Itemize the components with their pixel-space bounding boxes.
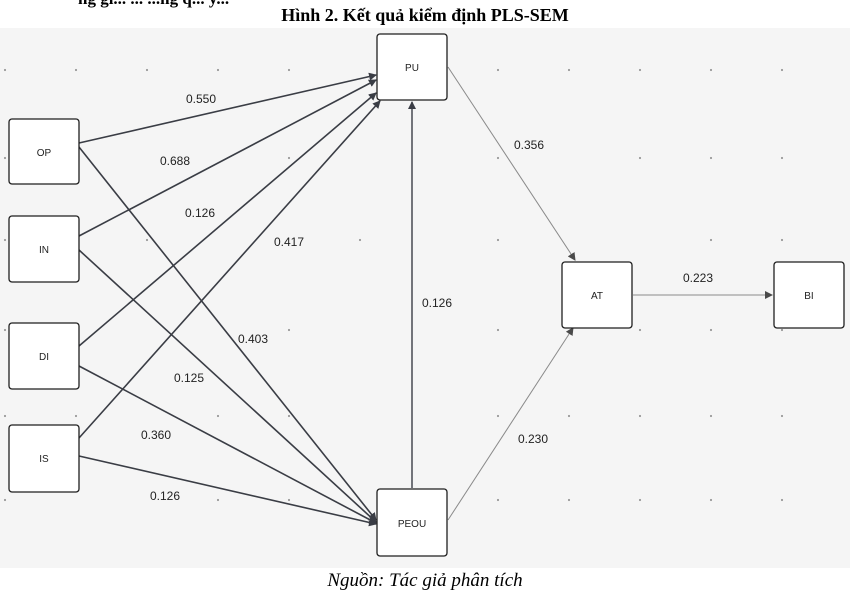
edge-label-in-pu: 0.688 <box>160 154 190 168</box>
node-label-di: DI <box>39 352 49 363</box>
edge-label-is-pu: 0.417 <box>274 235 304 249</box>
edge-op-pu <box>78 72 377 144</box>
node-label-bi: BI <box>804 291 813 302</box>
node-label-op: OP <box>37 148 52 159</box>
edges <box>78 66 773 527</box>
node-bi[interactable]: BI <box>773 261 845 329</box>
edge-label-is-peou: 0.126 <box>150 489 180 503</box>
diagram-canvas: 0.550 0.688 0.126 0.417 0.403 0.125 0.36… <box>0 28 850 568</box>
node-label-is: IS <box>39 454 49 465</box>
node-is[interactable]: IS <box>8 424 80 493</box>
node-op[interactable]: OP <box>8 118 80 185</box>
edge-di-pu <box>78 92 377 347</box>
edge-in-peou <box>78 249 377 523</box>
edge-label-peou-pu: 0.126 <box>422 296 452 310</box>
node-label-in: IN <box>39 245 49 256</box>
edge-labels: 0.550 0.688 0.126 0.417 0.403 0.125 0.36… <box>141 92 713 503</box>
dot-grid <box>3 68 784 502</box>
node-pu[interactable]: PU <box>376 33 448 101</box>
edge-is-pu <box>78 100 381 439</box>
node-label-at: AT <box>591 291 603 302</box>
node-peou[interactable]: PEOU <box>376 488 448 557</box>
node-label-pu: PU <box>405 63 419 74</box>
edge-label-di-pu: 0.126 <box>185 206 215 220</box>
node-di[interactable]: DI <box>8 322 80 390</box>
cut-off-heading-text: ng gi... ... ...ng q... y... <box>78 0 229 9</box>
node-label-peou: PEOU <box>398 519 426 530</box>
edge-op-peou <box>78 146 377 521</box>
node-in[interactable]: IN <box>8 215 80 283</box>
edge-di-peou <box>78 365 377 524</box>
edge-label-in-peou: 0.125 <box>174 371 204 385</box>
edge-pu-at <box>447 66 576 261</box>
edge-label-di-peou: 0.360 <box>141 428 171 442</box>
figure-caption: Nguồn: Tác giả phân tích <box>327 570 523 591</box>
edge-label-op-pu: 0.550 <box>186 92 216 106</box>
figure-title: Hình 2. Kết quả kiểm định PLS-SEM <box>281 5 569 25</box>
pls-sem-diagram: 0.550 0.688 0.126 0.417 0.403 0.125 0.36… <box>3 33 845 557</box>
edge-label-at-bi: 0.223 <box>683 271 713 285</box>
nodes: OP IN DI IS PU PEOU <box>8 33 845 557</box>
edge-in-pu <box>78 79 377 237</box>
edge-is-peou <box>78 455 377 527</box>
edge-label-pu-at: 0.356 <box>514 138 544 152</box>
edge-label-peou-at: 0.230 <box>518 432 548 446</box>
edge-peou-at <box>447 327 574 521</box>
edge-label-op-peou: 0.403 <box>238 332 268 346</box>
node-at[interactable]: AT <box>561 261 633 329</box>
